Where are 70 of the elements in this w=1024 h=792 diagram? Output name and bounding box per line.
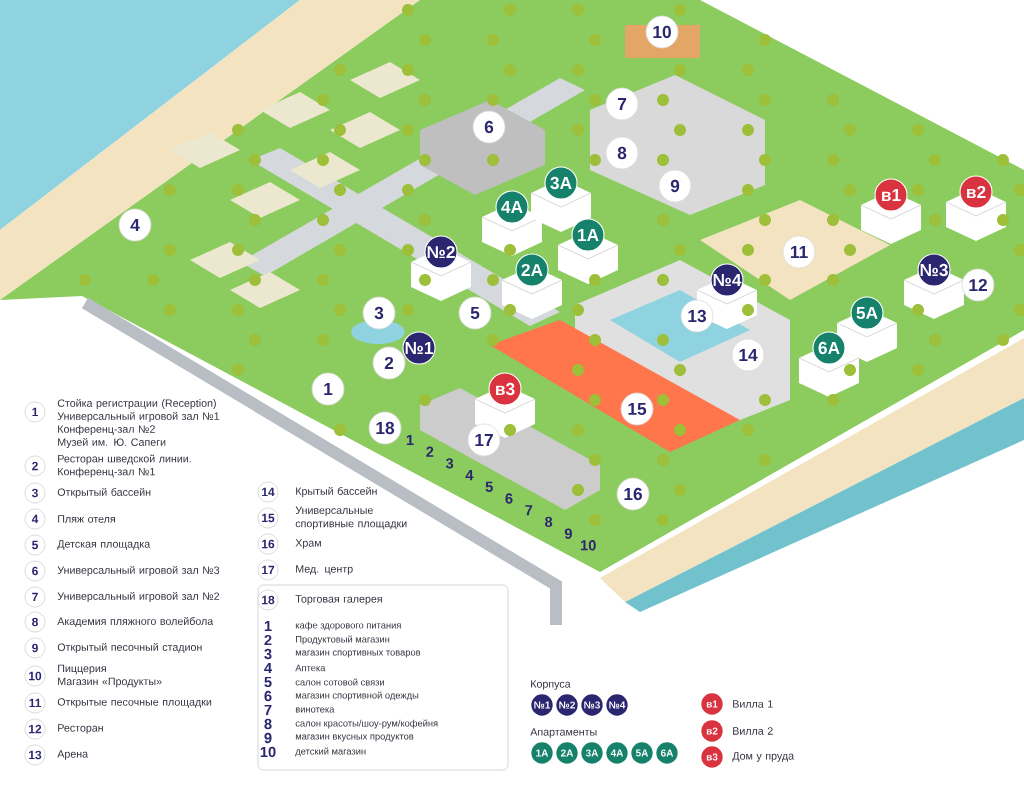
legend-text: Музей им. Ю. Сапеги — [58, 437, 166, 449]
legend-text: Открытые песочные площадки — [57, 698, 212, 708]
legend-text: Пиццерия — [58, 664, 106, 675]
apartment-badge: 5А — [631, 742, 653, 764]
legend-text: Ресторан — [58, 724, 103, 734]
list-number: 5 — [264, 676, 272, 688]
legend-text: Ресторан шведской линии. — [58, 454, 191, 465]
building-badge: №2 — [556, 694, 578, 716]
apartment-badge: 1А — [531, 742, 553, 764]
list-number: 9 — [264, 732, 272, 744]
list-text: магазин спортивной одежды — [295, 691, 419, 701]
legend-text: Детская площадка — [57, 540, 151, 550]
legend-text: Универсальный игровой зал №2 — [57, 591, 220, 603]
list-text: салон красоты/шоу-рум/кофейня — [295, 719, 438, 729]
list-text: Продуктовый магазин — [296, 635, 390, 645]
legend-heading: Корпуса — [531, 680, 571, 690]
list-text: детский магазин — [295, 747, 366, 757]
legend-text: Вилла 1 — [733, 700, 773, 708]
list-number: 2 — [264, 634, 272, 646]
apartment-badge: 4А — [606, 742, 628, 764]
list-number: 7 — [264, 704, 272, 716]
apartment-badge: 3А — [581, 742, 603, 764]
legend-text: Стойка регистрации (Reception) — [57, 398, 216, 410]
list-text: салон сотовой связи — [295, 678, 384, 686]
legend-text: Открытый бассейн — [57, 487, 151, 499]
building-badge: №1 — [531, 694, 553, 716]
list-text: винотека — [295, 707, 335, 713]
list-number: 3 — [264, 648, 272, 660]
legend-text: Открытый песочный стадион — [57, 642, 202, 654]
legend-text: Храм — [295, 539, 321, 549]
villa-badge: в2 — [701, 720, 723, 742]
shop-number: 10 — [580, 540, 596, 551]
legend-heading: Апартаменты — [530, 728, 597, 738]
list-number: 4 — [264, 662, 272, 674]
legend-text: Пляж отеля — [58, 515, 115, 523]
shop-number: 7 — [525, 505, 533, 516]
legend-text: Конференц-зал №1 — [58, 467, 155, 478]
shop-number: 2 — [426, 446, 434, 457]
villa-badge: в3 — [701, 746, 723, 768]
legend-text: Универсальные спортивные площадки — [295, 506, 407, 530]
legend-text: Конференц-зал №2 — [58, 425, 155, 435]
shop-number: 8 — [545, 516, 553, 528]
list-number: 8 — [264, 718, 272, 730]
legend-text: Дом у пруда — [732, 752, 795, 762]
shop-number: 6 — [505, 493, 513, 504]
legend-text: Универсальный игровой зал №1 — [57, 411, 220, 423]
list-text: Аптека — [295, 664, 326, 672]
building-badge: №3 — [581, 694, 603, 716]
legend-text: Крытый бассейн — [296, 486, 377, 498]
shop-number: 4 — [465, 470, 474, 481]
legend-text: Вилла 2 — [733, 727, 773, 735]
list-number: 6 — [264, 690, 272, 702]
shop-number: 9 — [564, 528, 572, 539]
apartment-badge: 2А — [556, 742, 578, 764]
list-text: кафе здорового питания — [295, 621, 401, 631]
legend-text: Мед. центр — [296, 565, 353, 575]
list-text: магазин вкусных продуктов — [295, 734, 414, 742]
building-badge: №4 — [606, 694, 628, 716]
legend-text: Универсальный игровой зал №3 — [57, 565, 220, 577]
list-number: 1 — [264, 620, 272, 632]
legend-text: Торговая галерея — [295, 595, 382, 605]
apartment-badge: 6А — [656, 742, 678, 764]
shop-number: 3 — [445, 458, 454, 469]
legend-text: Арена — [57, 750, 89, 760]
shop-number: 5 — [485, 481, 493, 492]
legend-text: Магазин «Продукты» — [58, 677, 162, 688]
list-number: 10 — [260, 746, 276, 758]
list-text: магазин спортивных товаров — [295, 650, 421, 658]
legend-text: Академия пляжного волейбола — [57, 616, 214, 627]
villa-badge: в1 — [701, 693, 723, 715]
